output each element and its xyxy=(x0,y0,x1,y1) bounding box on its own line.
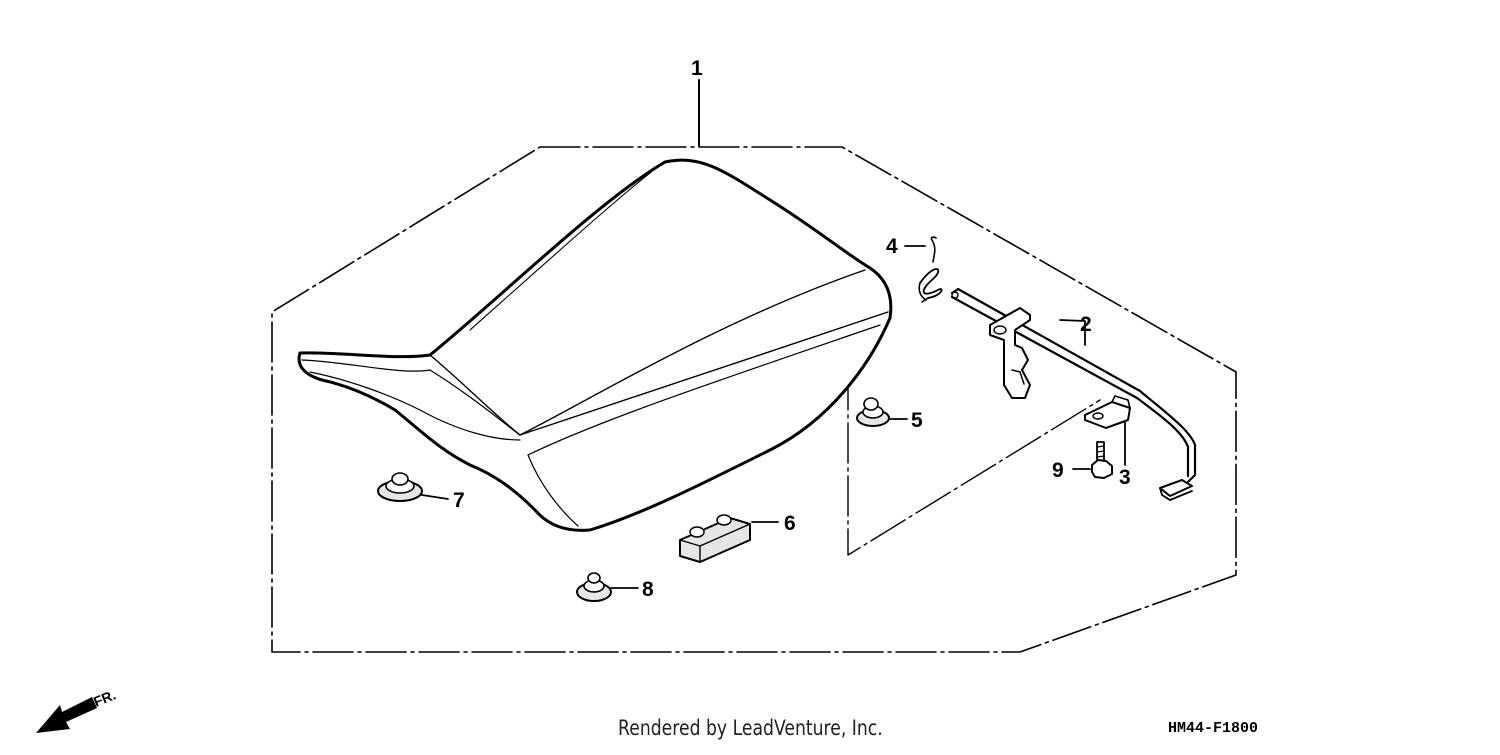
front-direction-label: FR. xyxy=(91,686,118,709)
callout-1: 1 xyxy=(691,57,703,80)
seat-drawing xyxy=(297,158,893,532)
callout-8: 8 xyxy=(642,578,654,601)
callout-6: 6 xyxy=(784,512,796,535)
callout-2: 2 xyxy=(1080,313,1092,336)
part-3-clip xyxy=(1084,395,1131,466)
callout-9: 9 xyxy=(1052,459,1064,482)
part-8-rubber-mount xyxy=(576,572,639,602)
part-9-bolt xyxy=(1072,441,1113,479)
callout-4: 4 xyxy=(886,235,898,258)
callout-5: 5 xyxy=(911,409,923,432)
part-5-grommet xyxy=(856,397,908,427)
sub-assembly-boundary xyxy=(847,369,1101,556)
part-2-lock-rod xyxy=(950,287,1197,501)
diagram-code: HM44-F1800 xyxy=(1168,720,1259,737)
part-4-spring xyxy=(904,236,943,303)
callout-7: 7 xyxy=(453,489,465,512)
part-6-collar-block xyxy=(679,514,779,563)
part-7-grommet xyxy=(377,472,449,502)
front-direction-arrow-icon xyxy=(36,697,97,733)
assembly-boundary xyxy=(271,146,1237,653)
rendered-by-footer: Rendered by LeadVenture, Inc. xyxy=(0,716,1500,740)
callout-3: 3 xyxy=(1119,466,1131,489)
rendered-by-text: Rendered by LeadVenture, Inc. xyxy=(617,716,883,740)
